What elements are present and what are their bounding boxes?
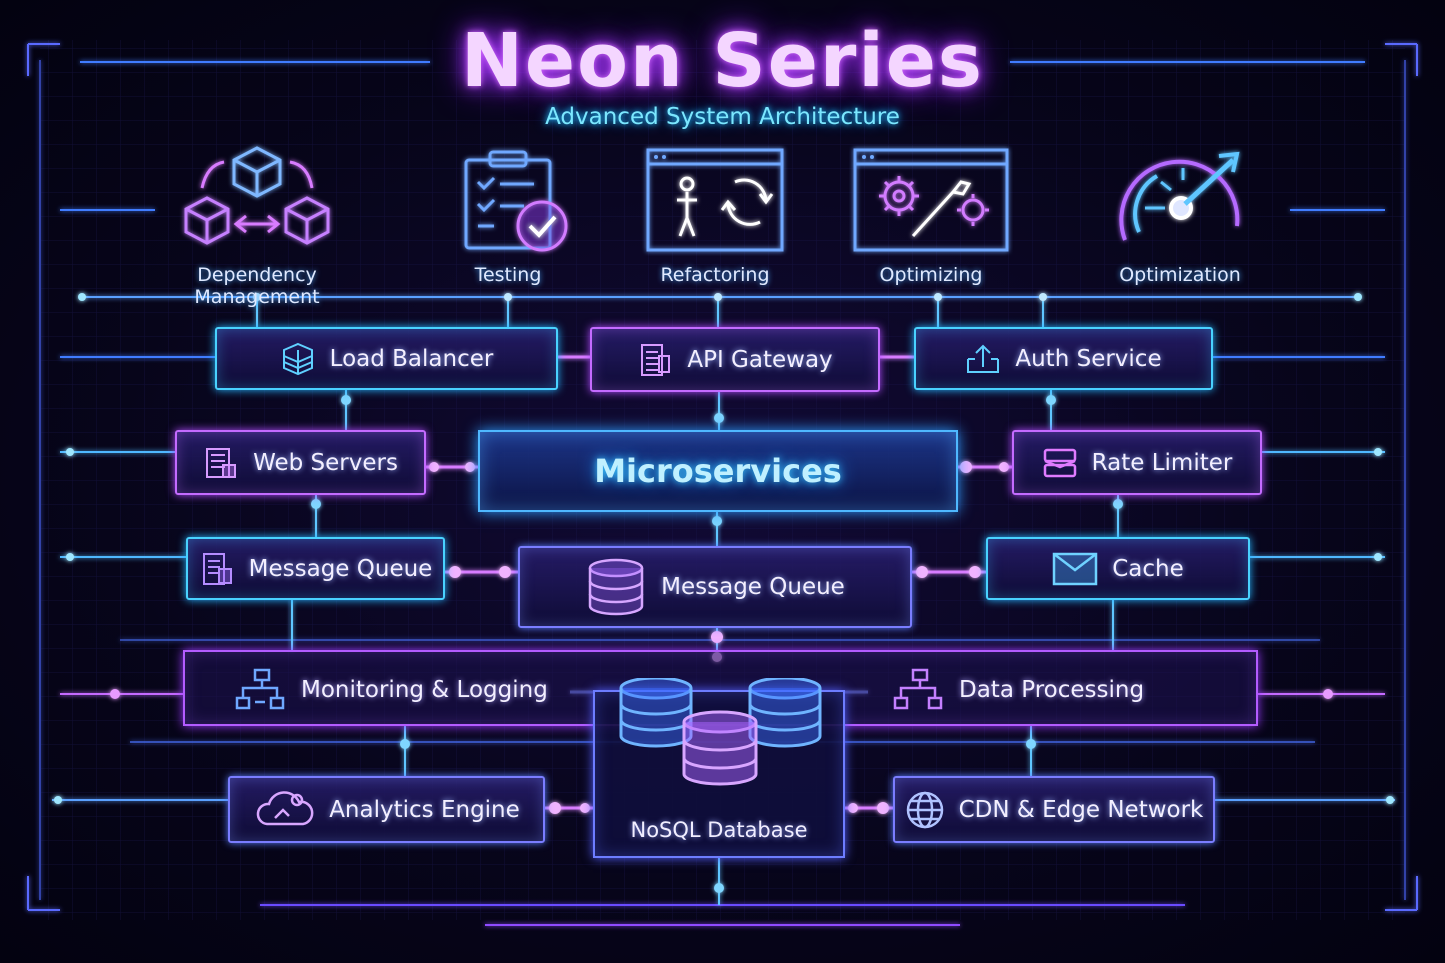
tool-label: Testing (474, 264, 542, 286)
data-processing-label: Data Processing (959, 677, 1145, 703)
queue-document-icon (202, 552, 232, 585)
nosql-database-node[interactable]: NoSQL Database (593, 678, 845, 858)
tool-label: Dependency Management (194, 264, 320, 308)
monitoring-logging-node[interactable]: Monitoring & Logging (235, 668, 548, 712)
analytics-engine-node[interactable]: Analytics Engine (228, 776, 545, 843)
tool-label: Optimizing (879, 264, 983, 286)
tool-label: Refactoring (660, 264, 770, 286)
clipboard-check-icon (464, 150, 568, 252)
cache-node[interactable]: Cache (986, 537, 1250, 600)
flowchart-icon (235, 668, 285, 710)
document-grid-icon (641, 343, 671, 376)
tool-testing: Testing (388, 140, 628, 290)
rate-limiter-label: Rate Limiter (1091, 449, 1233, 476)
database-cluster-icon (619, 678, 822, 786)
globe-icon (906, 791, 943, 828)
load-balancer-label: Load Balancer (329, 345, 494, 372)
cubes-cycle-icon (184, 146, 330, 245)
upload-shield-icon (967, 344, 1000, 373)
server-stack-icon (282, 342, 313, 375)
microservices-label: Microservices (594, 452, 842, 490)
cloud-analytics-icon (256, 790, 314, 825)
database-icon (588, 558, 644, 616)
analytics-label: Analytics Engine (329, 796, 520, 823)
auth-service-label: Auth Service (1015, 345, 1162, 372)
message-queue-side-node[interactable]: Message Queue (186, 537, 445, 600)
outer-frame (27, 43, 1418, 926)
message-queue-side-label: Message Queue (248, 555, 433, 582)
hierarchy-icon (893, 668, 943, 710)
web-servers-node[interactable]: Web Servers (175, 430, 426, 495)
page-subtitle: Advanced System Architecture (545, 104, 900, 130)
message-queue-label: Message Queue (661, 574, 845, 600)
tool-dependency-management: Dependency Management (137, 140, 377, 308)
nosql-label: NoSQL Database (630, 818, 808, 842)
tool-optimization: Optimization (1060, 140, 1300, 290)
envelope-icon (1052, 552, 1098, 585)
page-title: Neon Series (461, 18, 984, 104)
load-balancer-node[interactable]: Load Balancer (215, 327, 558, 390)
message-queue-node[interactable]: Message Queue (518, 546, 912, 628)
api-gateway-label: API Gateway (687, 346, 833, 373)
cache-label: Cache (1112, 555, 1184, 582)
web-servers-label: Web Servers (253, 449, 398, 476)
tool-optimizing: Optimizing (811, 140, 1051, 290)
api-gateway-node[interactable]: API Gateway (590, 327, 880, 392)
cdn-label: CDN & Edge Network (958, 796, 1204, 823)
person-refresh-icon (646, 148, 784, 252)
auth-service-node[interactable]: Auth Service (914, 327, 1213, 390)
monitoring-label: Monitoring & Logging (301, 677, 548, 703)
gears-wrench-icon (853, 148, 1009, 252)
data-processing-node[interactable]: Data Processing (893, 668, 1144, 712)
limiter-icon (1043, 448, 1076, 477)
server-list-icon (206, 447, 237, 478)
tool-refactoring: Refactoring (595, 140, 835, 290)
rate-limiter-node[interactable]: Rate Limiter (1012, 430, 1262, 495)
tool-label: Optimization (1119, 264, 1241, 286)
cdn-edge-node[interactable]: CDN & Edge Network (893, 776, 1215, 843)
microservices-node[interactable]: Microservices (478, 430, 958, 512)
speedometer-icon (1119, 151, 1240, 241)
